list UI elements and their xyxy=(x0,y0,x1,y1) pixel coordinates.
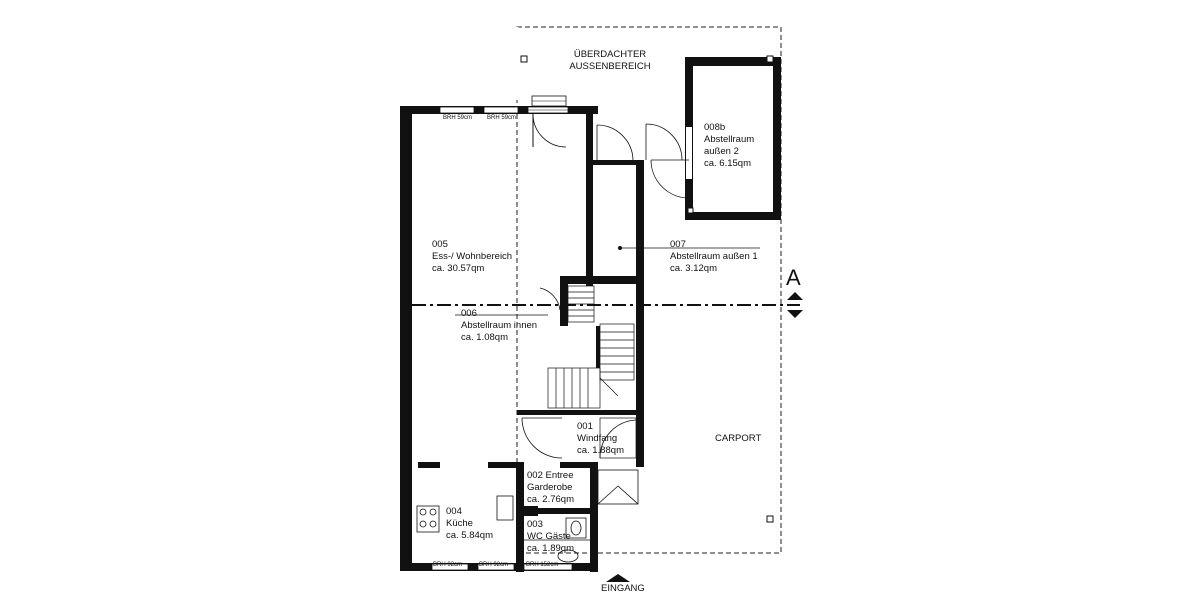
entrance-arrow xyxy=(606,574,630,582)
storage-008b-door-swing xyxy=(650,159,690,199)
section-arrow-up xyxy=(787,292,803,300)
room-007-label: 007 Abstellraum außen 1 ca. 3.12qm xyxy=(670,239,758,275)
room-008b-label: 008b Abstellraum außen 2 ca. 6.15qm xyxy=(704,122,754,170)
carport-label: CARPORT xyxy=(715,433,762,444)
room-002-label: 002 Entree Garderobe ca. 2.76qm xyxy=(527,470,574,506)
sill-height-label: BRH 92cm xyxy=(433,562,463,568)
storage-007-east-wall xyxy=(636,160,644,415)
room-001-label: 001 Windfang ca. 1.88qm xyxy=(577,421,624,457)
room-area: ca. 1.08qm xyxy=(461,332,508,343)
sill-height-label: BRH 92cm xyxy=(479,562,509,568)
room-name: Küche xyxy=(446,518,473,529)
room-number: 006 xyxy=(461,308,477,319)
room-number: 005 xyxy=(432,239,448,250)
covered-area-label: ÜBERDACHTER AUSSENBEREICH xyxy=(550,49,670,73)
room-005-label: 005 Ess-/ Wohnbereich ca. 30.57qm xyxy=(432,239,512,275)
sill-height-label: BRH 59cm xyxy=(443,115,473,121)
room-003-label: 003 WC Gäste ca. 1.89qm xyxy=(527,519,574,555)
covered-area-line1: ÜBERDACHTER xyxy=(573,49,647,60)
room-name: Abstellraum außen 1 xyxy=(670,251,758,262)
storage-008b-walls xyxy=(685,57,781,66)
room-area: ca. 30.57qm xyxy=(432,263,485,274)
room-name: Garderobe xyxy=(527,482,573,493)
sill-height-label: BRH 152cm xyxy=(526,562,559,568)
room-number: 003 xyxy=(527,519,543,530)
room-name: Windfang xyxy=(577,433,618,444)
room-name: WC Gäste xyxy=(527,531,571,542)
room-area: ca. 3.12qm xyxy=(670,263,717,274)
room-name-line2: außen 2 xyxy=(704,146,739,157)
section-marker: A xyxy=(786,265,801,290)
room-name: Abstellraum xyxy=(704,134,755,145)
wash-basin xyxy=(565,517,587,539)
windfang-door-swing xyxy=(521,417,563,459)
staircase xyxy=(547,285,635,409)
entrance-label: EINGANG xyxy=(601,583,645,594)
room-name: Abstellraum innen xyxy=(461,320,538,331)
room-number: 008b xyxy=(704,122,726,133)
room-area: ca. 6.15qm xyxy=(704,158,751,169)
room-area: ca. 1.89qm xyxy=(527,543,574,554)
room-number: 004 xyxy=(446,506,462,517)
room-area: ca. 2.76qm xyxy=(527,494,574,505)
room-area: ca. 5.84qm xyxy=(446,530,493,541)
room-number: 007 xyxy=(670,239,686,250)
storage-007-door-swing xyxy=(596,124,634,161)
carport-posts xyxy=(520,55,774,523)
room-004-label: 004 Küche ca. 5.84qm xyxy=(446,506,493,542)
room-name: Ess-/ Wohnbereich xyxy=(432,251,513,262)
room-006-label: 006 Abstellraum innen ca. 1.08qm xyxy=(461,308,537,344)
stove xyxy=(416,505,440,533)
terrace-door-swing xyxy=(532,113,567,148)
west-wall xyxy=(400,106,412,571)
covered-area-outline xyxy=(516,26,782,554)
room-number: 002 Entree xyxy=(527,470,574,481)
kitchen-east-wall xyxy=(516,462,524,572)
toilet xyxy=(557,549,579,563)
kitchen-sink xyxy=(496,495,514,521)
sill-height-label: BRH 59cm xyxy=(487,115,517,121)
room-number: 001 xyxy=(577,421,593,432)
living-east-wall xyxy=(586,106,593,286)
entrance-east-wall xyxy=(590,462,598,572)
room-area: ca. 1.88qm xyxy=(577,445,624,456)
covered-area-line2: AUSSENBEREICH xyxy=(569,61,651,72)
windfang-north-wall xyxy=(517,410,644,415)
section-arrow-down xyxy=(787,310,803,318)
